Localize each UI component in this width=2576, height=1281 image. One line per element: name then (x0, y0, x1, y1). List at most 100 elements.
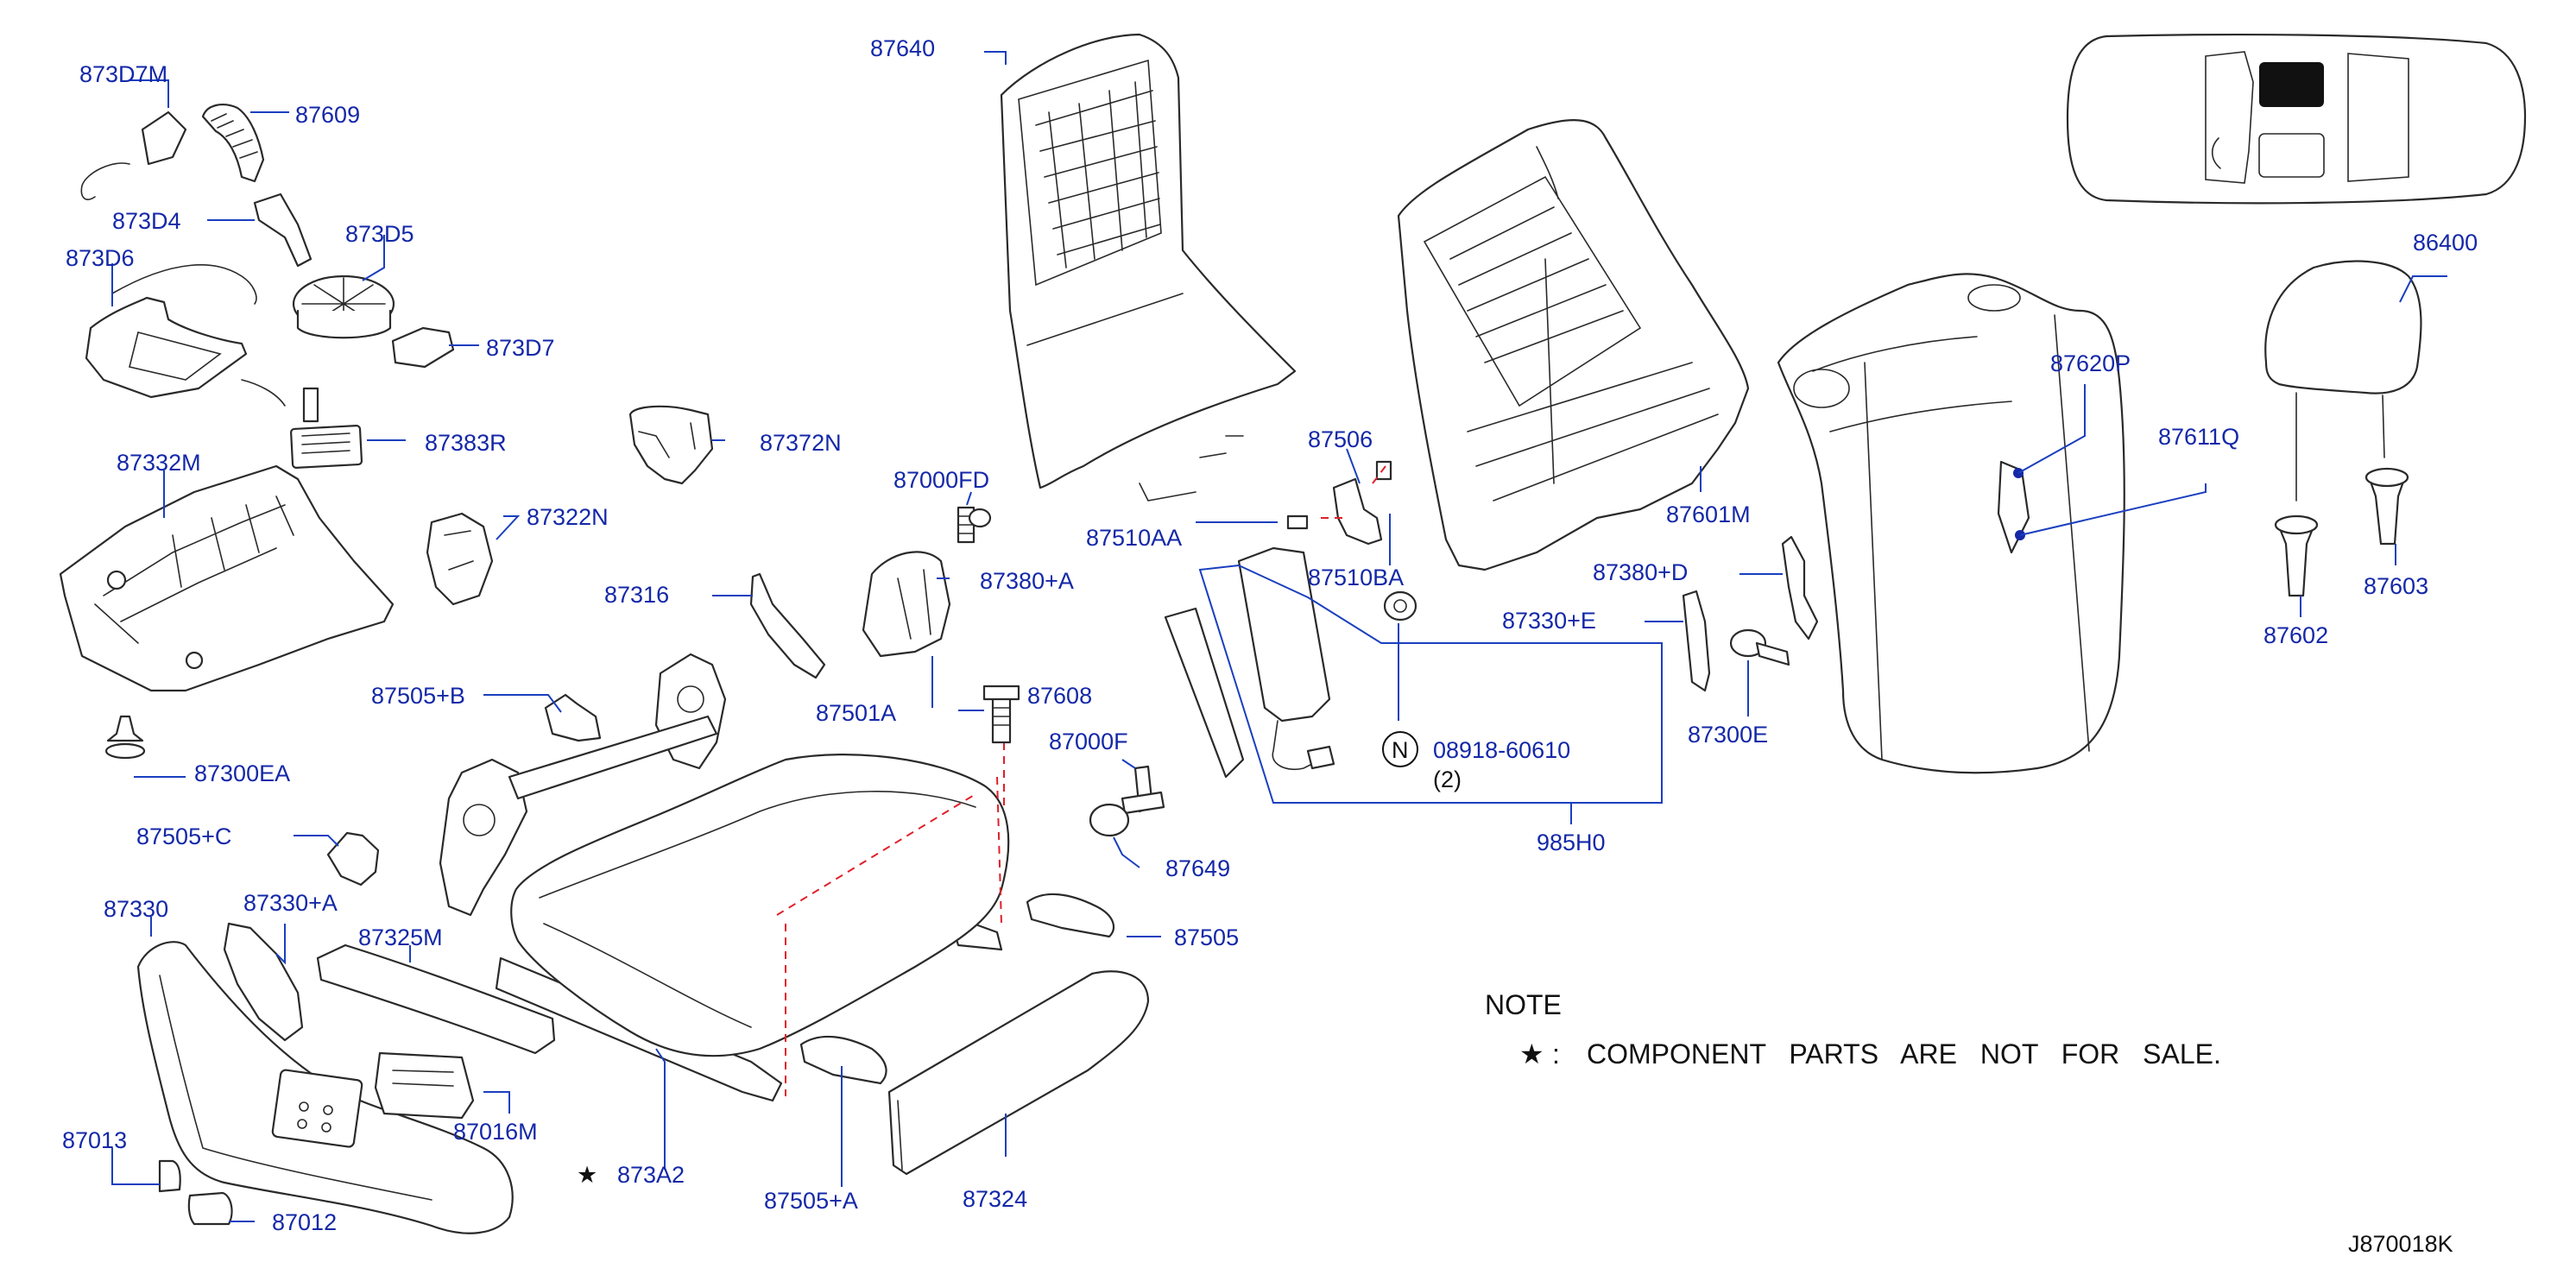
label-87620P: 87620P (2050, 350, 2131, 376)
label-873D7: 873D7 (486, 335, 555, 361)
bracket-87372N-shape (628, 405, 714, 485)
recliner-left-shape (439, 758, 528, 917)
bolt-87510AA-shape (1286, 514, 1309, 530)
label-87330E: 87330+E (1502, 608, 1596, 634)
note-block: NOTE ★ : COMPONENT PARTS ARE NOT FOR SAL… (1485, 989, 2221, 1070)
label-87383R: 87383R (425, 430, 507, 456)
strip-87325M-shape (316, 943, 556, 1055)
seatback-trim (1777, 273, 2125, 774)
label-87330A: 87330+A (243, 890, 338, 916)
knob-87012-shape (187, 1191, 233, 1226)
leader-lines (111, 51, 2447, 1222)
callout-labels: 873D7M 87609 873D4 873D5 873D6 873D7 873… (62, 35, 2478, 1235)
bracket-87330E-shape (1682, 590, 1711, 692)
cover-87324-shape (887, 970, 1150, 1176)
label-87649: 87649 (1165, 855, 1230, 881)
car-locator-icon (2066, 33, 2527, 205)
connector-873D7M-shape (141, 110, 187, 166)
label-87505: 87505 (1174, 924, 1239, 950)
label-87501A: 87501A (816, 700, 896, 726)
label-87300EA: 87300EA (194, 760, 290, 786)
label-87325M: 87325M (358, 924, 443, 950)
label-86400: 86400 (2413, 230, 2478, 256)
label-985H0: 985H0 (1537, 830, 1606, 855)
n-symbol: N (1392, 737, 1409, 763)
center-fasteners (862, 460, 1417, 837)
recliner-right-shape (654, 653, 727, 770)
label-873D5: 873D5 (345, 221, 414, 247)
trim-87330A-shape (223, 922, 304, 1042)
label-87012: 87012 (272, 1209, 337, 1235)
headrest-86400 (2264, 260, 2422, 597)
label-87380D: 87380+D (1593, 559, 1688, 585)
bracket-87506-shape (1332, 477, 1383, 546)
back-board-87640 (1000, 33, 1297, 502)
cover-87505-shape (1026, 893, 1115, 938)
bracket-87322N-shape (426, 512, 494, 606)
label-87609: 87609 (295, 102, 360, 128)
note-text: COMPONENT PARTS ARE NOT FOR SALE. (1587, 1038, 2221, 1070)
label-873D4: 873D4 (112, 208, 181, 234)
trim-87620P-shape (1777, 273, 2125, 774)
pad-87510AA-shape (1164, 607, 1245, 779)
n-symbol-circle (1382, 731, 1418, 767)
label-87640: 87640 (870, 35, 935, 61)
label-87322N: 87322N (527, 504, 609, 530)
label-87316: 87316 (604, 582, 669, 608)
label-87611Q: 87611Q (2158, 424, 2239, 450)
filter-87383R-shape (290, 425, 363, 469)
board-87640-shape (1000, 33, 1297, 489)
label-87332M: 87332M (117, 450, 201, 476)
small-brackets-group (326, 405, 826, 887)
seatback-frame-87601M (1397, 119, 1750, 571)
label-87505A: 87505+A (764, 1188, 858, 1214)
label-87603: 87603 (2364, 573, 2428, 599)
bracket-87316-shape (749, 572, 826, 679)
label-87380A: 87380+A (980, 568, 1074, 594)
label-87000FD: 87000FD (893, 467, 989, 493)
connector-873D7-shape (391, 326, 455, 369)
note-title: NOTE (1485, 989, 1562, 1020)
pin-87383R-shape (302, 387, 319, 423)
cushion-body-shape (510, 754, 1010, 1057)
clip-87300E-shape (1729, 628, 1767, 658)
guide-87602-shape (2277, 525, 2315, 597)
duct-873D4-shape (253, 192, 313, 268)
label-873A2: 873A2 (617, 1162, 685, 1188)
headrest-86400-shape (2264, 260, 2422, 394)
driver-seat-highlight (2259, 62, 2324, 107)
cap-87649-shape (1089, 803, 1130, 837)
nut-08918-60610-shape (1383, 590, 1417, 622)
label-87505B: 87505+B (371, 683, 465, 709)
label-87602: 87602 (2263, 622, 2328, 648)
label-873D6: 873D6 (66, 245, 135, 271)
label-87016M: 87016M (453, 1119, 538, 1145)
bracket-87380D-shape (1781, 535, 1819, 640)
blower-duct-group (80, 104, 455, 469)
bracket-87505C-shape (326, 831, 380, 887)
label-87013: 87013 (62, 1127, 127, 1153)
label-87510AA: 87510AA (1086, 525, 1182, 551)
frame-87601M-shape (1397, 119, 1750, 571)
diagram-code: J870018K (2348, 1231, 2453, 1257)
label-87601M: 87601M (1666, 502, 1751, 527)
clip-87300EA-shape (106, 715, 144, 742)
cover-87505A-shape (799, 1035, 887, 1085)
star-symbol-873A2: ★ (577, 1162, 597, 1188)
label-87000F: 87000F (1049, 729, 1128, 754)
right-small-parts (1682, 535, 1819, 692)
label-87300E: 87300E (1688, 722, 1768, 748)
switch-87016M-shape (374, 1051, 475, 1120)
label-quantity-2: (2) (1433, 767, 1462, 792)
knob-87013-shape (158, 1159, 181, 1193)
note-star: ★ (1519, 1038, 1544, 1070)
label-873D7M: 873D7M (79, 61, 167, 87)
bracket-87505B-shape (544, 693, 602, 742)
seat-cushion-assembly (439, 653, 1150, 1176)
label-87505C: 87505+C (136, 824, 231, 849)
label-87506: 87506 (1308, 426, 1373, 452)
label-08918-60610: 08918-60610 (1433, 737, 1570, 763)
label-87372N: 87372N (760, 430, 842, 456)
duct-87609-shape (201, 104, 265, 183)
